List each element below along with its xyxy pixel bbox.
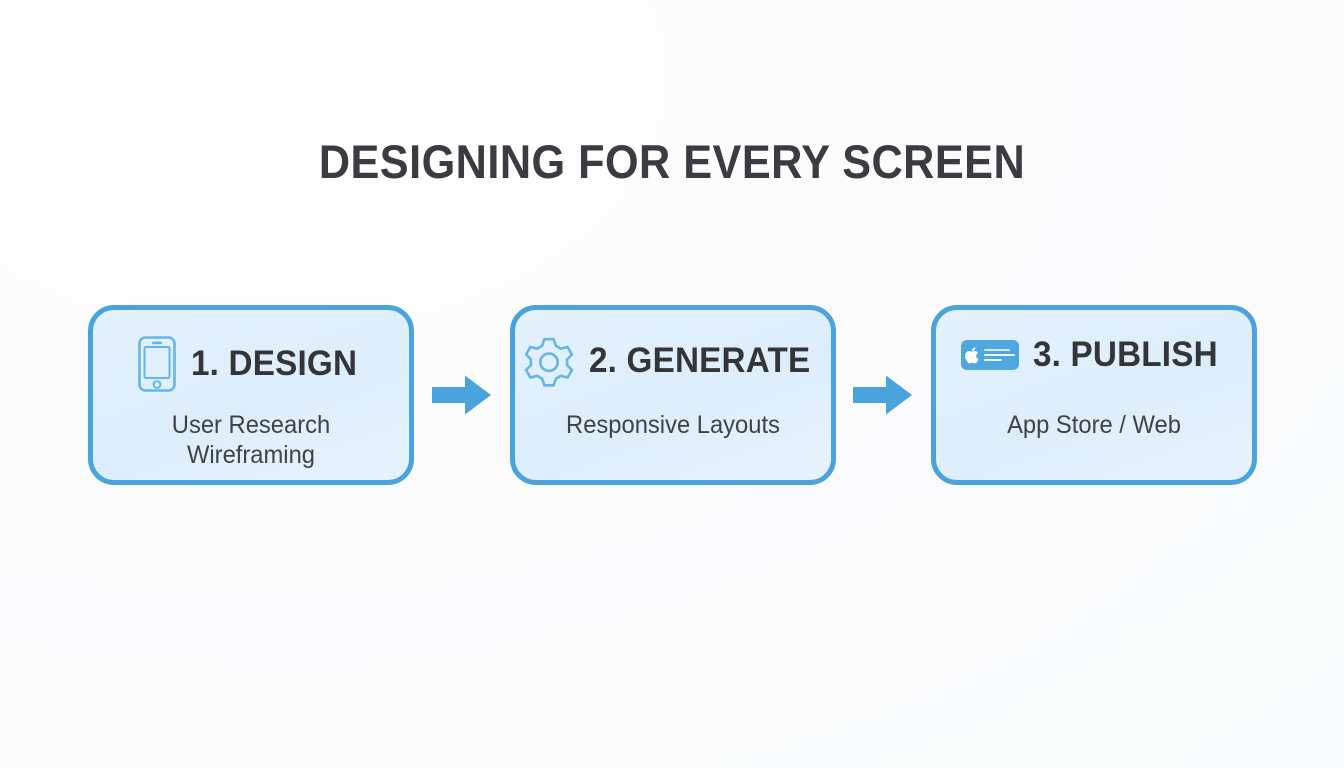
page-title: DESIGNING FOR EVERY SCREEN xyxy=(318,135,1026,188)
app-store-badge-icon xyxy=(960,340,1019,370)
arrow-right-icon xyxy=(431,373,493,417)
step-description: User Research Wireframing xyxy=(88,410,415,470)
badge-text-lines xyxy=(983,349,1015,361)
step-description: Responsive Layouts xyxy=(509,410,836,440)
step-line: Wireframing xyxy=(186,441,316,469)
arrow-right-icon xyxy=(852,373,914,417)
gear-icon xyxy=(523,335,575,387)
step-card-publish[interactable]: 3. PUBLISH App Store / Web xyxy=(931,305,1257,485)
step-header: 1. DESIGN xyxy=(93,335,409,393)
step-line: Responsive Layouts xyxy=(565,411,780,439)
step-header: 3. PUBLISH xyxy=(936,335,1252,375)
smartphone-icon xyxy=(137,335,177,393)
step-title: 2. GENERATE xyxy=(589,341,811,380)
step-line: App Store / Web xyxy=(1007,411,1181,439)
step-line: User Research xyxy=(171,411,331,439)
step-title: 1. DESIGN xyxy=(190,344,357,383)
step-card-generate[interactable]: 2. GENERATE Responsive Layouts xyxy=(509,305,836,485)
step-header: 2. GENERATE xyxy=(515,335,831,387)
step-card-design[interactable]: 1. DESIGN User Research Wireframing xyxy=(88,305,414,485)
process-flow: 1. DESIGN User Research Wireframing xyxy=(88,305,1257,485)
apple-icon xyxy=(964,346,979,363)
step-title: 3. PUBLISH xyxy=(1032,335,1218,374)
app-store-badge xyxy=(960,340,1019,370)
step-description: App Store / Web xyxy=(931,410,1258,440)
